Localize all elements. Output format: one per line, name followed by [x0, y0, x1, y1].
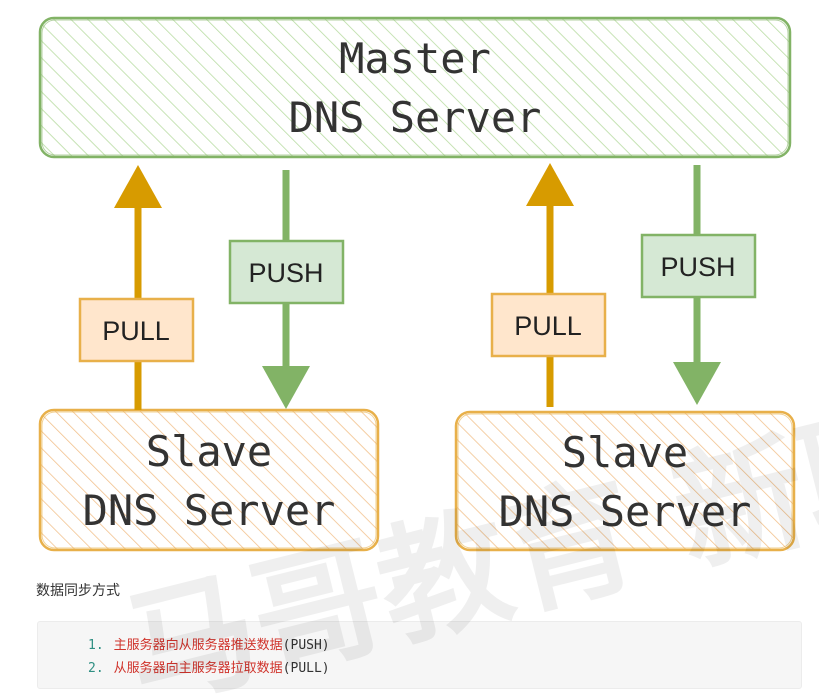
code-line-suffix: (PULL) — [282, 661, 330, 676]
push-label-left-text: PUSH — [248, 258, 323, 288]
diagram-caption: 数据同步方式 — [36, 583, 120, 599]
pull-arrow-right — [526, 163, 574, 407]
code-line-text: 主服务器向从服务器推送数据 — [113, 638, 283, 653]
code-line: 1. 主服务器向从服务器推送数据(PUSH) — [88, 634, 330, 653]
push-label-right: PUSH — [640, 233, 757, 299]
code-line-suffix: (PUSH) — [282, 638, 330, 653]
master-title-line2: DNS Server — [289, 93, 542, 142]
pull-label-left-text: PULL — [102, 316, 170, 346]
slave-dns-server-box-right: Slave DNS Server — [454, 410, 796, 552]
push-label-left: PUSH — [228, 239, 345, 305]
push-label-right-text: PUSH — [660, 252, 735, 282]
code-line-text: 从服务器向主服务器拉取数据 — [113, 661, 283, 676]
pull-arrow-left — [114, 165, 162, 410]
slave-left-title-line1: Slave — [146, 427, 272, 476]
slave-right-title-line1: Slave — [562, 428, 688, 477]
code-line: 2. 从服务器向主服务器拉取数据(PULL) — [88, 657, 330, 676]
code-line-number: 2. — [88, 661, 104, 676]
slave-dns-server-box-left: Slave DNS Server — [38, 408, 380, 552]
code-block: 1. 主服务器向从服务器推送数据(PUSH) 2. 从服务器向主服务器拉取数据(PU… — [37, 621, 802, 689]
master-title-line1: Master — [339, 34, 491, 83]
pull-label-left: PULL — [78, 297, 195, 363]
slave-left-title-line2: DNS Server — [83, 486, 336, 535]
pull-label-right: PULL — [490, 292, 607, 358]
master-dns-server-box: Master DNS Server — [38, 16, 792, 159]
pull-label-right-text: PULL — [514, 311, 582, 341]
slave-right-title-line2: DNS Server — [499, 487, 752, 536]
code-line-number: 1. — [88, 638, 104, 653]
dns-sync-diagram: Master DNS Server Slave DNS Server Slave… — [38, 16, 796, 552]
